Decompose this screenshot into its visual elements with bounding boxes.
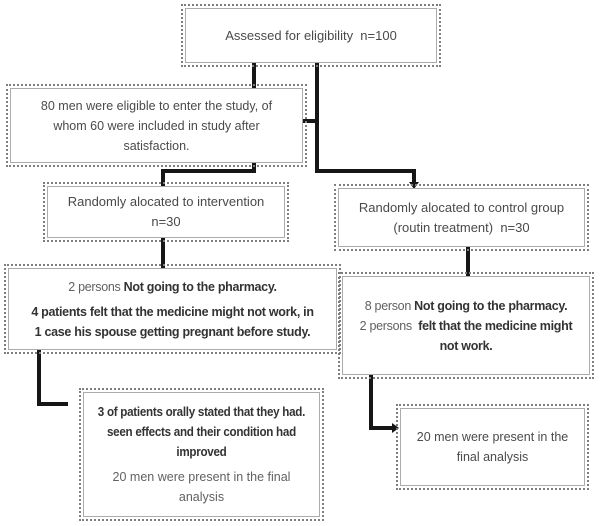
connector-assessed-main-vertical xyxy=(315,61,319,173)
connector-excluded-control-down xyxy=(369,373,373,430)
intervention-allocation-box: Randomly alocated to intervention n=30 xyxy=(43,182,289,242)
connector-assessed-to-eligible xyxy=(252,61,256,89)
outcome-control-line-2: final analysis xyxy=(456,450,529,464)
excluded-control-box: 8 person Not going to the pharmacy. 2 pe… xyxy=(338,272,594,379)
outcome-intervention-box: 3 of patients orally stated that they ha… xyxy=(79,388,324,521)
connector-eligible-horizontal-left xyxy=(161,169,256,173)
excluded-control-reason-1: Not going to the pharmacy. xyxy=(414,298,568,313)
excluded-control-line-2: 2 persons felt that the medicine might xyxy=(360,316,573,336)
excluded-control-reason-2: felt that the medicine might xyxy=(415,318,573,333)
assessed-text: Assessed for eligibility n=100 xyxy=(225,27,397,43)
connector-main-horizontal-right xyxy=(315,169,416,173)
eligible-box: 80 men were eligible to enter the study,… xyxy=(6,84,307,167)
outcome-intervention-result-line-2: analysis xyxy=(178,490,225,504)
arrowhead-outcome-control xyxy=(392,423,399,433)
connector-down-to-control xyxy=(412,169,416,183)
excluded-intervention-line-3: 1 case his spouse getting pregnant befor… xyxy=(34,324,311,339)
eligible-line-1: 80 men were eligible to enter the study,… xyxy=(40,98,273,113)
control-allocation-box: Randomly alocated to control group (rout… xyxy=(334,184,589,251)
control-line-1: Randomly alocated to control group xyxy=(358,199,565,215)
control-line-2: (routin treatment) n=30 xyxy=(393,219,530,235)
connector-to-outcome-intervention xyxy=(37,402,68,406)
connector-eligible-right-stub xyxy=(300,119,316,123)
connector-to-outcome-control xyxy=(369,426,394,430)
eligible-line-3: satisfaction. xyxy=(123,138,190,153)
intervention-line-2: n=30 xyxy=(151,214,181,229)
outcome-control-box: 20 men were present in the final analysi… xyxy=(396,404,589,490)
connector-down-to-intervention xyxy=(161,169,165,186)
arrowhead-control xyxy=(409,182,419,189)
excluded-intervention-line-2: 4 patients felt that the medicine might … xyxy=(31,304,314,319)
outcome-control-line-1: 20 men were present in the xyxy=(416,430,569,444)
connector-eligible-bottom-stub xyxy=(252,161,256,173)
connector-intervention-to-excluded xyxy=(161,236,165,269)
outcome-intervention-statement-line-2: seen effects and their condition had xyxy=(107,425,296,439)
outcome-intervention-statement: 3 of patients orally stated that they ha… xyxy=(97,402,306,462)
intervention-line-1: Randomly alocated to intervention xyxy=(67,194,265,209)
excluded-intervention-reason-1: Not going to the pharmacy. xyxy=(123,279,277,294)
outcome-intervention-statement-line-1: 3 of patients orally stated that they ha… xyxy=(97,405,306,419)
excluded-control-line-1: 8 person Not going to the pharmacy. xyxy=(365,296,568,316)
eligible-line-2: whom 60 were included in study after xyxy=(53,118,260,133)
assessed-for-eligibility-box: Assessed for eligibility n=100 xyxy=(181,4,441,67)
excluded-intervention-count-1: 2 persons xyxy=(68,279,124,294)
outcome-intervention-result-line-1: 20 men were present in the final xyxy=(112,470,291,484)
excluded-control-count-2: 2 persons xyxy=(359,318,416,333)
excluded-intervention-box: 2 persons Not going to the pharmacy. 4 p… xyxy=(4,264,341,354)
outcome-intervention-statement-line-3: improved xyxy=(176,445,227,459)
excluded-intervention-line-1: 2 persons Not going to the pharmacy. xyxy=(68,277,277,297)
excluded-control-line-3: not work. xyxy=(439,338,493,353)
excluded-control-count-1: 8 person xyxy=(364,298,415,313)
connector-control-to-excluded xyxy=(466,246,470,278)
connector-excluded-intervention-down xyxy=(37,347,41,406)
